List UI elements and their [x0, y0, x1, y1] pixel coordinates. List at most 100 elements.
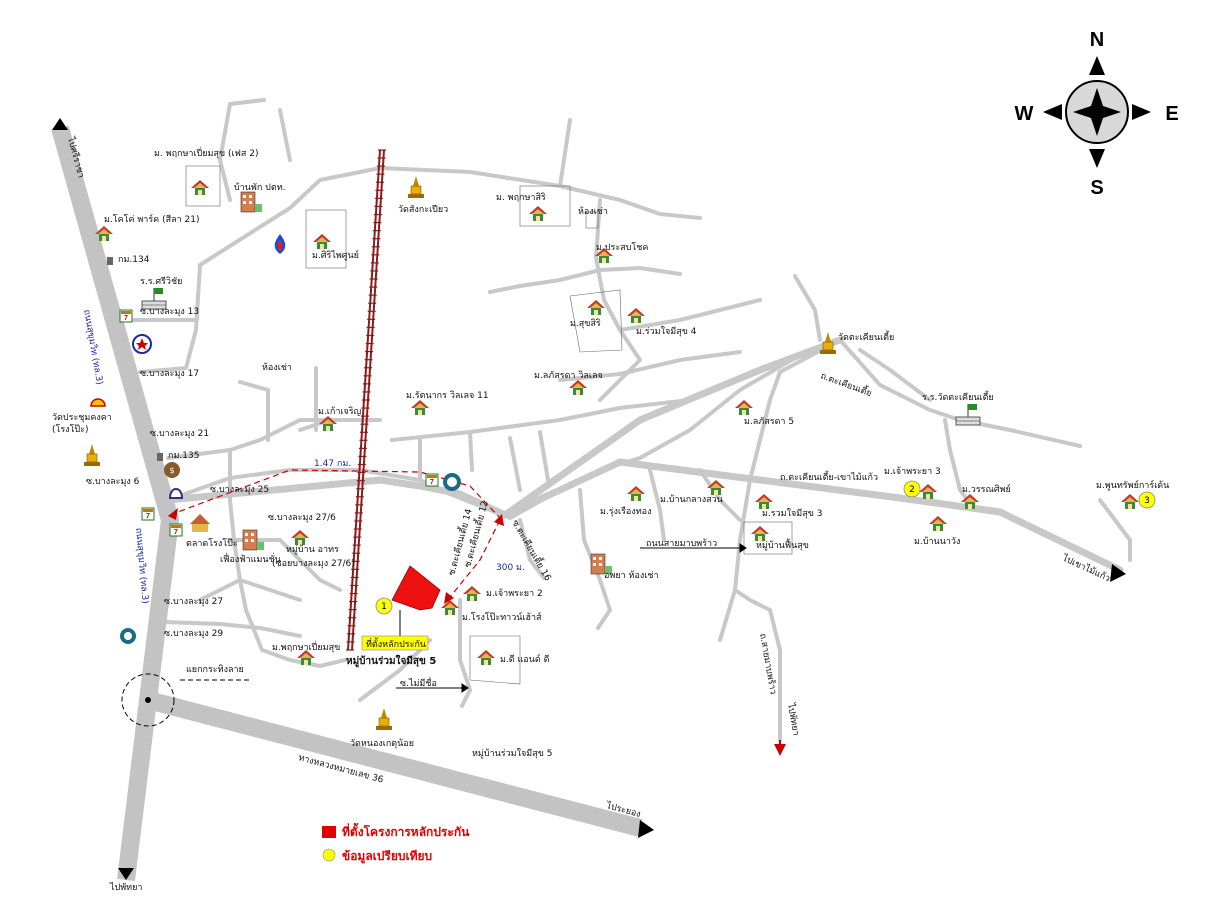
svg-text:ซ.บางละมุง 27: ซ.บางละมุง 27: [164, 597, 223, 607]
west-arrow-icon: [1043, 104, 1062, 120]
svg-text:ม.บ้านกลางสวน: ม.บ้านกลางสวน: [660, 494, 723, 505]
svg-text:ถ.สายมาบพร้าว: ถ.สายมาบพร้าว: [757, 633, 779, 696]
svg-text:ม.ประสบโชค: ม.ประสบโชค: [596, 242, 648, 253]
svg-text:ซ.ไม่มีชื่อ: ซ.ไม่มีชื่อ: [400, 676, 437, 689]
house-icon: [929, 516, 947, 531]
svg-text:ม.โคโค่ พาร์ค (สีลา 21): ม.โคโค่ พาร์ค (สีลา 21): [104, 213, 199, 225]
svg-text:ร.ร.ศรีวิชัย: ร.ร.ศรีวิชัย: [140, 276, 182, 287]
svg-text:ไปพัทยา: ไปพัทยา: [109, 882, 142, 893]
svg-text:ที่ตั้งหลักประกัน: ที่ตั้งหลักประกัน: [366, 637, 426, 650]
svg-text:หมู่บ้านร่วมใจมีสุข 5: หมู่บ้านร่วมใจมีสุข 5: [472, 748, 552, 759]
seven-eleven-icon: [141, 507, 155, 521]
svg-text:วัดสังกะเปียว: วัดสังกะเปียว: [398, 204, 448, 215]
ptt-icon: [274, 234, 286, 254]
house-icon: [735, 400, 753, 415]
svg-text:ม.บ้านนาวัง: ม.บ้านนาวัง: [914, 536, 960, 547]
svg-text:ถนนสุขุมวิท (ทล.3): ถนนสุขุมวิท (ทล.3): [133, 527, 151, 604]
compass-w: W: [1015, 103, 1034, 125]
svg-text:ซ.บางละมุง 27/6: ซ.บางละมุง 27/6: [268, 513, 336, 523]
svg-text:ม. พฤกษาเปี่ยมสุข (เฟส 2): ม. พฤกษาเปี่ยมสุข (เฟส 2): [154, 146, 259, 159]
svg-text:ถนนสุขุมวิท (ทล.3): ถนนสุขุมวิท (ทล.3): [81, 309, 105, 386]
house-icon: [191, 180, 209, 195]
gas-icon: [120, 628, 136, 644]
svg-text:ม.พฤกษาเปี่ยมสุข: ม.พฤกษาเปี่ยมสุข: [272, 640, 340, 653]
seven-eleven-icon: [169, 523, 183, 537]
svg-text:หมู่บ้าน อาทร: หมู่บ้าน อาทร: [286, 544, 339, 555]
railway: [346, 149, 386, 651]
svg-text:วัดหนองเกตุน้อย: วัดหนองเกตุน้อย: [350, 738, 414, 749]
house-icon: [755, 494, 773, 509]
legend-subject-swatch: [322, 826, 336, 838]
svg-text:ม.เก้าเจริญ: ม.เก้าเจริญ: [318, 406, 362, 417]
comparable-2[interactable]: 2: [903, 480, 921, 498]
comparable-1[interactable]: 1: [375, 597, 393, 615]
km-post-icon: [107, 257, 113, 265]
svg-text:ม.วรรณศิพย์: ม.วรรณศิพย์: [962, 483, 1011, 495]
svg-text:(ซอยบางละมุง 27/6): (ซอยบางละมุง 27/6): [272, 559, 355, 569]
scb-icon: [168, 488, 184, 499]
compass-n: N: [1090, 29, 1104, 51]
house-icon: [291, 530, 309, 545]
svg-text:ร.ร.วัดตะเคียนเตี้ย: ร.ร.วัดตะเคียนเตี้ย: [922, 390, 994, 403]
svg-text:ห้องเช่า: ห้องเช่า: [578, 206, 608, 217]
svg-text:ห้องเช่า: ห้องเช่า: [262, 362, 292, 373]
shell-icon: [90, 398, 106, 407]
house-icon: [463, 586, 481, 601]
house-icon: [313, 234, 331, 249]
svg-text:อพยา ห้องเช่า: อพยา ห้องเช่า: [604, 570, 659, 581]
east-arrow-icon: [1132, 104, 1151, 120]
house-icon: [529, 206, 547, 221]
svg-text:ม.ลภัสรดา วิลเลจ: ม.ลภัสรดา วิลเลจ: [534, 370, 603, 381]
svg-text:ม.ศิริไพศูนย์: ม.ศิริไพศูนย์: [312, 249, 359, 261]
svg-text:ตลาดโรงโป๊ะ: ตลาดโรงโป๊ะ: [186, 538, 238, 549]
seven-eleven-icon: [119, 309, 133, 323]
subject-callout[interactable]: ที่ตั้งหลักประกัน หมู่บ้านร่วมใจมีสุข 5: [346, 635, 436, 668]
svg-text:ซ.บางละมุง 6: ซ.บางละมุง 6: [86, 477, 140, 487]
house-icon: [477, 650, 495, 665]
temple-icon: [375, 707, 393, 731]
house-icon: [627, 486, 645, 501]
legend-comparable: ข้อมูลเปรียบเทียบ: [342, 849, 432, 864]
svg-text:กม.135: กม.135: [168, 451, 199, 461]
svg-text:เฟื่องฟ้าแมนชั่น: เฟื่องฟ้าแมนชั่น: [220, 552, 281, 565]
comparable-3[interactable]: 3: [1138, 491, 1156, 509]
house-icon: [441, 600, 459, 615]
svg-text:300 ม.: 300 ม.: [496, 563, 525, 573]
bank-icon: $: [164, 462, 180, 478]
temple-icon: [407, 175, 425, 199]
svg-text:1.47 กม.: 1.47 กม.: [314, 459, 351, 469]
svg-text:ม.ร่วมใจมีสุข 4: ม.ร่วมใจมีสุข 4: [636, 326, 697, 337]
svg-text:ม.รัตนากร วิลเลจ 11: ม.รัตนากร วิลเลจ 11: [406, 390, 489, 401]
annotation-arrows: [396, 543, 747, 693]
house-icon: [411, 400, 429, 415]
svg-text:ม.เจ้าพระยา 3: ม.เจ้าพระยา 3: [884, 466, 941, 477]
svg-text:หมู่บ้านฟื้นสุข: หมู่บ้านฟื้นสุข: [756, 538, 809, 551]
legend: ที่ตั้งโครงการหลักประกัน ข้อมูลเปรียบเที…: [322, 822, 470, 864]
compass: N S W E: [1015, 29, 1179, 199]
svg-text:ถ.ตะเคียนเตี้ย-เขาไม้แก้ว: ถ.ตะเคียนเตี้ย-เขาไม้แก้ว: [780, 470, 878, 483]
svg-text:1: 1: [381, 602, 387, 612]
building-icon: [240, 191, 263, 213]
svg-text:บ้านพัก ปตท.: บ้านพัก ปตท.: [234, 182, 286, 193]
svg-text:วัดตะเคียนเตี้ย: วัดตะเคียนเตี้ย: [838, 330, 894, 343]
svg-text:หมู่บ้านร่วมใจมีสุข 5: หมู่บ้านร่วมใจมีสุข 5: [346, 654, 436, 668]
svg-text:ซ.ตะเคียนเตี้ย 16: ซ.ตะเคียนเตี้ย 16: [509, 517, 555, 583]
south-arrow-icon: [1089, 149, 1105, 168]
svg-text:ซ.บางละมุง 25: ซ.บางละมุง 25: [210, 485, 269, 495]
legend-comparable-swatch: [322, 848, 336, 862]
svg-text:ม.สุขสิริ: ม.สุขสิริ: [570, 318, 601, 329]
plot-boundaries: [185, 165, 793, 685]
svg-text:ม.ดี แอนด์ ดี: ม.ดี แอนด์ ดี: [500, 653, 550, 665]
svg-text:ซ.บางละมุง 21: ซ.บางละมุง 21: [150, 429, 209, 439]
svg-text:ม.ลภัสรดา 5: ม.ลภัสรดา 5: [744, 417, 794, 427]
temple-icon: [83, 443, 101, 467]
svg-text:ถ.ตะเคียนเตี้ย: ถ.ตะเคียนเตี้ย: [819, 369, 874, 400]
gas-icon: [443, 473, 461, 491]
subject-site[interactable]: [391, 565, 441, 611]
distance-route: [168, 469, 504, 604]
svg-text:ซ.บางละมุง 29: ซ.บางละมุง 29: [164, 629, 223, 639]
svg-text:วัดประชุมคงคา(โรงโป๊ะ): วัดประชุมคงคา(โรงโป๊ะ): [52, 413, 112, 435]
svg-text:แยกกระทิงลาย: แยกกระทิงลาย: [186, 664, 244, 675]
compass-s: S: [1090, 177, 1103, 199]
